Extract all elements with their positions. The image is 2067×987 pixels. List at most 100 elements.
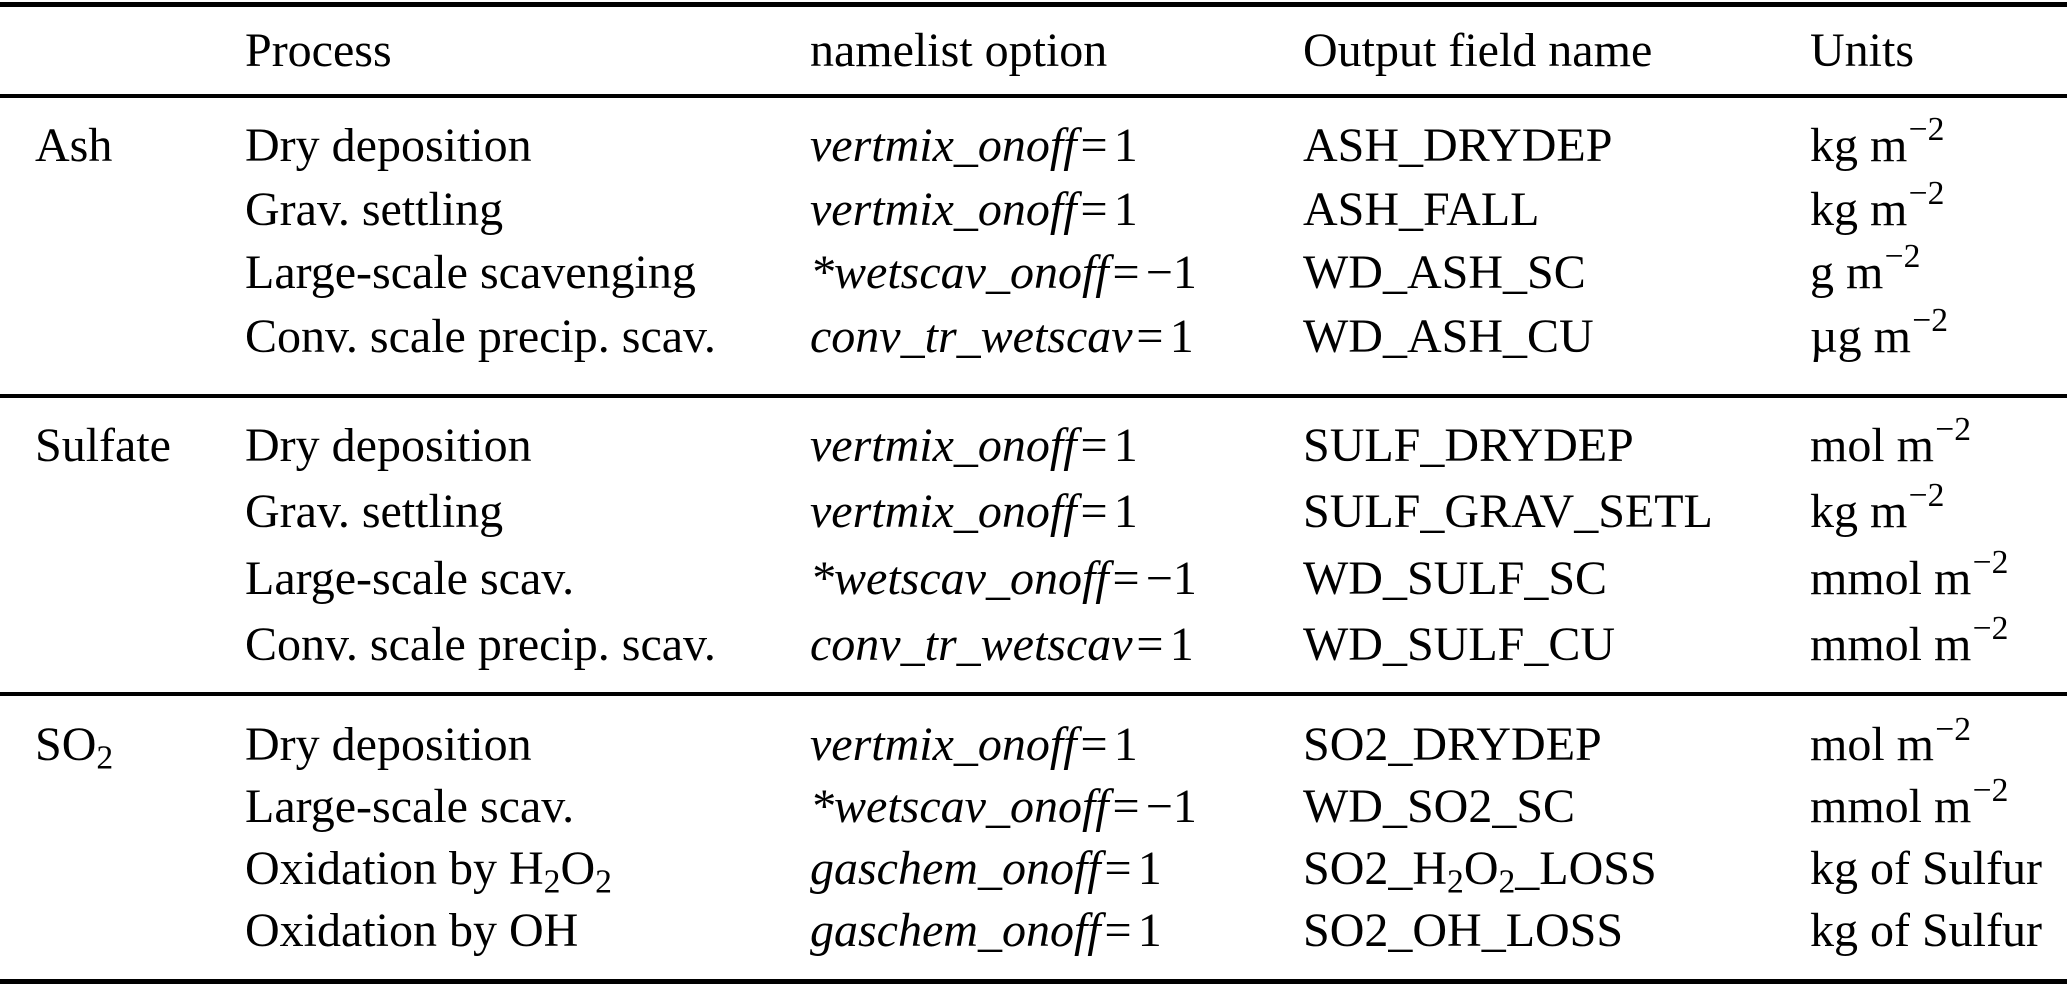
units-cell: mmol m−2 (1810, 543, 2009, 605)
namelist-value: = 1 (1080, 119, 1138, 173)
namelist-variable: vertmix_onoff (810, 119, 1077, 173)
namelist-value: = 1 (1136, 618, 1194, 672)
units-cell: µg m−2 (1810, 301, 1949, 363)
process-cell: Oxidation by H2O2 (245, 841, 612, 901)
process-cell: Dry deposition (245, 119, 532, 173)
group-sulfate: Sulfate Dry deposition vertmix_onoff= 1 … (0, 398, 2067, 692)
namelist-value: = 1 (1136, 309, 1194, 363)
units-cell: kg of Sulfur (1810, 903, 2042, 957)
column-header-units: Units (1810, 24, 1915, 77)
output-field-cell: SULF_DRYDEP (1303, 418, 1634, 472)
namelist-value: = −1 (1112, 551, 1197, 605)
table-row: Grav. settling vertmix_onoff= 1 SULF_GRA… (0, 479, 2067, 546)
namelist-variable: vertmix_onoff (810, 418, 1077, 472)
process-cell: Large-scale scavenging (245, 246, 696, 300)
process-cell: Grav. settling (245, 485, 504, 539)
group-so2: SO2 Dry deposition vertmix_onoff= 1 SO2_… (0, 696, 2067, 979)
table-bottom-rule (0, 979, 2067, 984)
namelist-variable: *wetscav_onoff (810, 551, 1109, 605)
namelist-value: = 1 (1080, 182, 1138, 236)
output-field-cell: WD_SULF_SC (1303, 551, 1608, 605)
namelist-value: = 1 (1080, 485, 1138, 539)
table-row: Oxidation by H2O2 gaschem_onoff= 1 SO2_H… (0, 838, 2067, 900)
group-label: Ash (35, 119, 113, 173)
output-field-cell: WD_SO2_SC (1303, 780, 1576, 834)
output-field-cell: SO2_DRYDEP (1303, 718, 1602, 772)
output-field-cell: WD_SULF_CU (1303, 618, 1616, 672)
process-cell: Dry deposition (245, 718, 532, 772)
namelist-option-cell: vertmix_onoff= 1 (810, 418, 1303, 473)
table-top-rule (0, 2, 2067, 7)
process-cell: Large-scale scav. (245, 551, 575, 605)
output-field-cell: SO2_H2O2_LOSS (1303, 841, 1657, 901)
group-label: SO2 (35, 718, 114, 778)
table-row: Sulfate Dry deposition vertmix_onoff= 1 … (0, 412, 2067, 479)
column-header-namelist: namelist option (810, 24, 1108, 77)
column-header-field: Output field name (1303, 24, 1653, 77)
table-header-rule (0, 94, 2067, 98)
units-cell: g m−2 (1810, 238, 1921, 300)
process-cell: Dry deposition (245, 418, 532, 472)
column-header-process: Process (245, 24, 392, 77)
namelist-variable: conv_tr_wetscav (810, 618, 1133, 672)
output-field-cell: ASH_FALL (1303, 182, 1540, 236)
namelist-value: = 1 (1080, 418, 1138, 472)
namelist-option-cell: gaschem_onoff= 1 (810, 903, 1303, 958)
table-row: Ash Dry deposition vertmix_onoff= 1 ASH_… (0, 111, 2067, 178)
table-row: Large-scale scav. *wetscav_onoff= −1 WD_… (0, 545, 2067, 612)
output-field-cell: SULF_GRAV_SETL (1303, 485, 1713, 539)
units-cell: mol m−2 (1810, 710, 1972, 772)
namelist-value: = 1 (1080, 718, 1138, 772)
units-cell: mol m−2 (1810, 410, 1972, 472)
units-cell: kg m−2 (1810, 477, 1945, 539)
table-row: Conv. scale precip. scav. conv_tr_wetsca… (0, 301, 2067, 369)
namelist-variable: *wetscav_onoff (810, 246, 1109, 300)
namelist-variable: vertmix_onoff (810, 485, 1077, 539)
table-row: Large-scale scavenging *wetscav_onoff= −… (0, 238, 2067, 305)
output-field-cell: SO2_OH_LOSS (1303, 903, 1624, 957)
process-cell: Oxidation by OH (245, 903, 579, 957)
namelist-option-cell: gaschem_onoff= 1 (810, 841, 1303, 896)
namelist-option-cell: conv_tr_wetscav= 1 (810, 309, 1303, 364)
table-midrule-ash-sulfate (0, 394, 2067, 398)
namelist-value: = 1 (1104, 903, 1162, 957)
table-row: Large-scale scav. *wetscav_onoff= −1 WD_… (0, 772, 2067, 838)
output-field-cell: ASH_DRYDEP (1303, 119, 1613, 173)
group-label: Sulfate (35, 418, 171, 472)
namelist-option-cell: vertmix_onoff= 1 (810, 717, 1303, 772)
namelist-variable: gaschem_onoff (810, 903, 1101, 957)
namelist-value: = 1 (1104, 841, 1162, 895)
group-ash: Ash Dry deposition vertmix_onoff= 1 ASH_… (0, 98, 2067, 394)
process-cell: Conv. scale precip. scav. (245, 309, 716, 363)
process-cell: Large-scale scav. (245, 780, 575, 834)
units-cell: kg of Sulfur (1810, 841, 2042, 895)
namelist-variable: vertmix_onoff (810, 182, 1077, 236)
output-field-cell: WD_ASH_SC (1303, 246, 1586, 300)
process-cell: Conv. scale precip. scav. (245, 618, 716, 672)
header-row: Process namelist option Output field nam… (0, 7, 2067, 94)
table-row: Conv. scale precip. scav. conv_tr_wetsca… (0, 612, 2067, 679)
table-row: Grav. settling vertmix_onoff= 1 ASH_FALL… (0, 174, 2067, 242)
namelist-option-cell: *wetscav_onoff= −1 (810, 245, 1303, 300)
units-cell: mmol m−2 (1810, 772, 2009, 834)
process-cell: Grav. settling (245, 182, 504, 236)
table-header: Process namelist option Output field nam… (0, 7, 2067, 94)
namelist-variable: vertmix_onoff (810, 718, 1077, 772)
table-midrule-sulfate-so2 (0, 692, 2067, 696)
output-field-cell: WD_ASH_CU (1303, 309, 1594, 363)
namelist-option-cell: vertmix_onoff= 1 (810, 484, 1303, 539)
namelist-variable: conv_tr_wetscav (810, 309, 1133, 363)
namelist-option-cell: vertmix_onoff= 1 (810, 182, 1303, 237)
namelist-option-cell: *wetscav_onoff= −1 (810, 779, 1303, 834)
namelist-option-cell: conv_tr_wetscav= 1 (810, 617, 1303, 672)
units-cell: mmol m−2 (1810, 610, 2009, 672)
namelist-option-cell: *wetscav_onoff= −1 (810, 551, 1303, 606)
namelist-variable: gaschem_onoff (810, 841, 1101, 895)
namelist-variable: *wetscav_onoff (810, 780, 1109, 834)
units-cell: kg m−2 (1810, 111, 1945, 173)
table-row: Oxidation by OH gaschem_onoff= 1 SO2_OH_… (0, 899, 2067, 961)
units-cell: kg m−2 (1810, 174, 1945, 236)
namelist-option-cell: vertmix_onoff= 1 (810, 118, 1303, 173)
namelist-value: = −1 (1112, 780, 1197, 834)
